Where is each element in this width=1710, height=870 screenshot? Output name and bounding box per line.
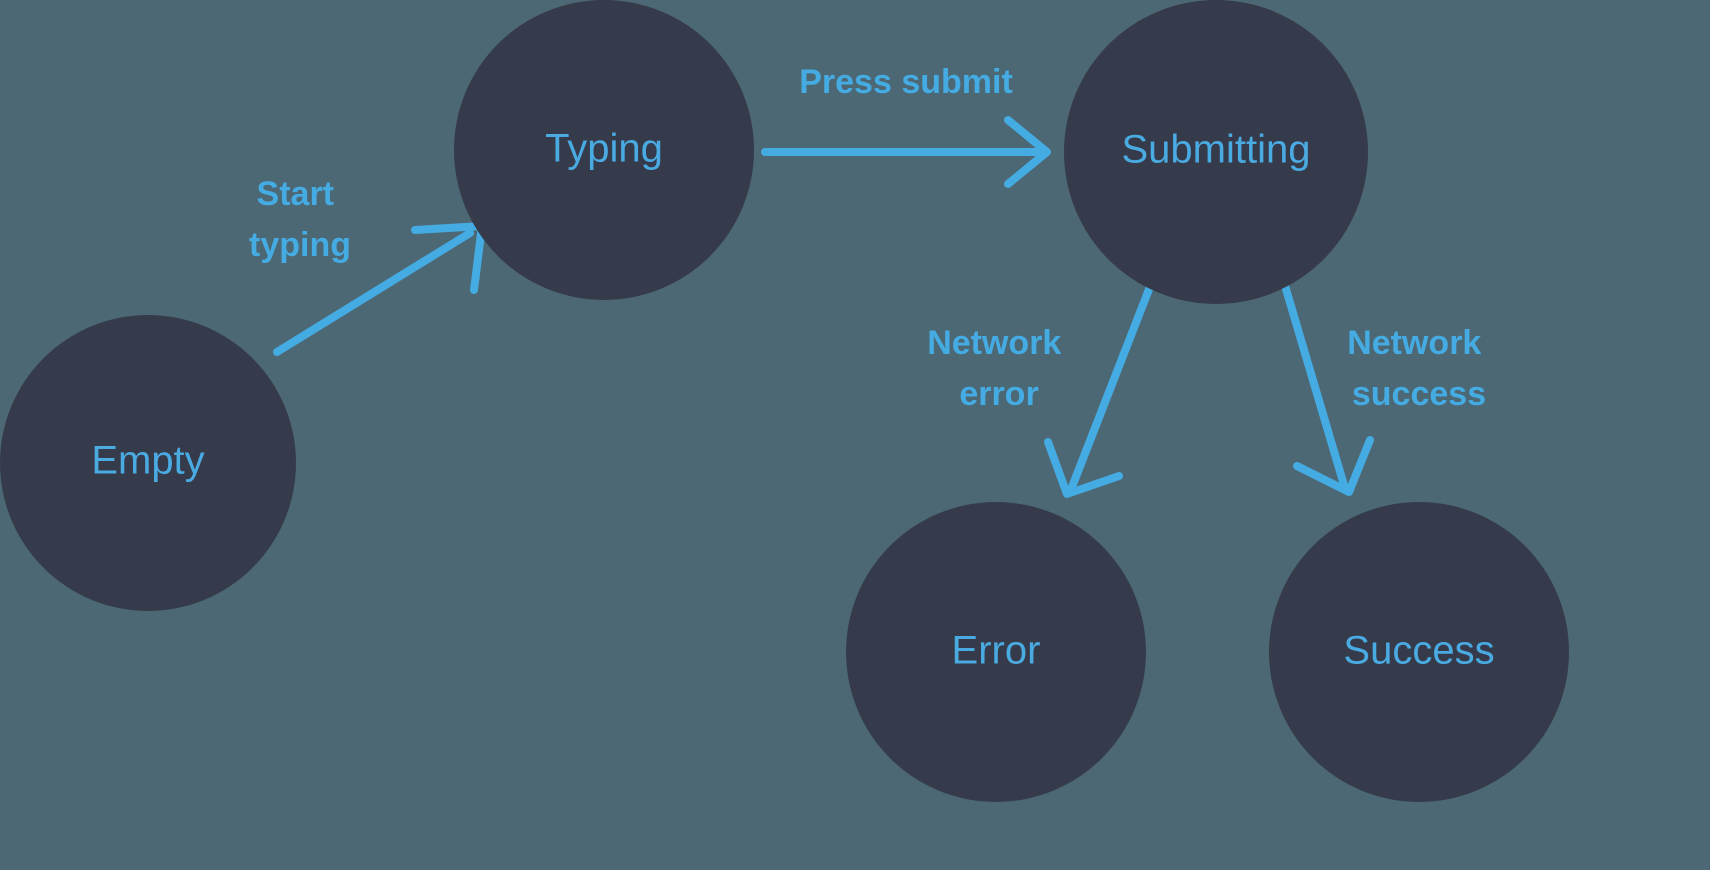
- edge-typing-to-submitting: [761, 116, 1051, 188]
- edge-submitting-to-error: [1044, 275, 1157, 498]
- edge-line-empty-to-typing: [273, 229, 474, 356]
- node-success[interactable]: Success: [1269, 502, 1569, 802]
- node-typing-label: Typing: [545, 127, 663, 171]
- arrowhead-submitting-to-success: [1293, 436, 1374, 496]
- node-success-label: Success: [1343, 629, 1494, 673]
- node-submitting-circle[interactable]: [1064, 0, 1368, 304]
- edge-label-network-error: Network error: [927, 324, 1071, 413]
- node-error-label: Error: [952, 629, 1041, 673]
- edge-submitting-to-success: [1279, 275, 1374, 496]
- node-error[interactable]: Error: [846, 502, 1146, 802]
- node-typing[interactable]: Typing: [454, 0, 754, 300]
- node-typing-circle[interactable]: [454, 0, 754, 300]
- node-submitting[interactable]: Submitting: [1064, 0, 1368, 304]
- edge-label-network-success: Network success: [1347, 324, 1491, 413]
- node-empty[interactable]: Empty: [0, 315, 296, 611]
- edge-line-submitting-to-error: [1068, 275, 1157, 491]
- arrowhead-typing-to-submitting: [1004, 116, 1051, 188]
- node-success-circle[interactable]: [1269, 502, 1569, 802]
- edge-line-submitting-to-success: [1279, 275, 1348, 489]
- node-submitting-label: Submitting: [1122, 128, 1311, 172]
- edge-label-start-typing: Start typing: [249, 175, 351, 264]
- node-empty-circle[interactable]: [0, 315, 296, 611]
- edge-label-press-submit: Press submit: [799, 63, 1013, 101]
- node-empty-label: Empty: [91, 439, 204, 483]
- arrowhead-submitting-to-error: [1044, 438, 1123, 498]
- node-error-circle[interactable]: [846, 502, 1146, 802]
